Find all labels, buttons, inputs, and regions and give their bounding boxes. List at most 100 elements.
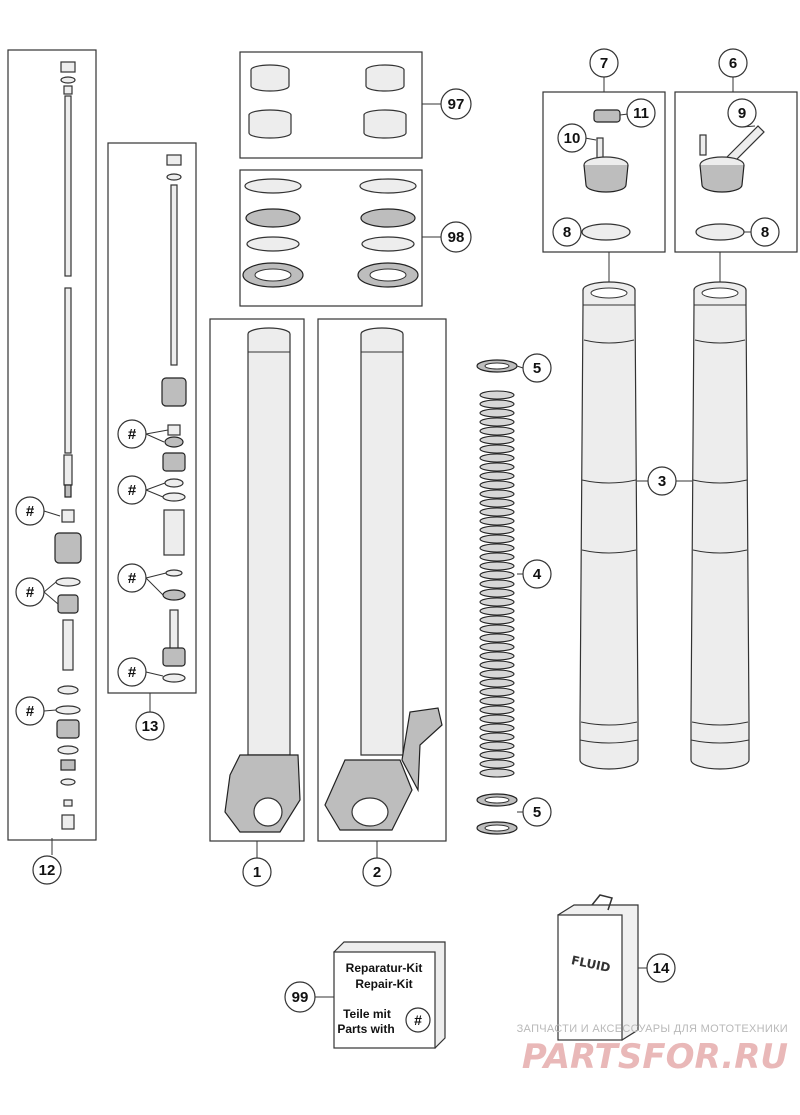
callout-14-label: 14 <box>653 960 670 977</box>
callout-8a-label: 8 <box>563 224 571 241</box>
outer-tube-2 <box>317 318 447 858</box>
callout-98: 98 <box>440 221 472 253</box>
washer-small <box>60 778 76 786</box>
spring-coil <box>479 624 515 634</box>
spring-coil <box>479 606 515 616</box>
sleeve-13 <box>163 509 185 556</box>
rod-collar <box>63 85 73 95</box>
valve-13 <box>162 452 186 472</box>
top-cap-6 <box>674 77 798 253</box>
callout-12-label: 12 <box>39 862 56 879</box>
spring-coil <box>479 669 515 679</box>
spring-coil <box>479 723 515 733</box>
damper-rod-lower <box>64 287 72 454</box>
callout-4-label: 4 <box>533 566 542 583</box>
washer-mid <box>57 685 79 695</box>
spring-coil <box>479 660 515 670</box>
can-body <box>557 914 623 1041</box>
hash-callout-6 <box>117 563 147 593</box>
spring-coil <box>479 399 515 409</box>
ring-13e <box>162 589 186 601</box>
spring-coil <box>479 615 515 625</box>
callout-11-label: 11 <box>633 105 649 122</box>
kit-hash-marker <box>405 1007 431 1033</box>
frame-98 <box>239 169 423 307</box>
spring-coil <box>479 543 515 553</box>
nut-13 <box>166 154 182 166</box>
hash-label-2: # <box>26 584 35 601</box>
frame-6 <box>674 91 798 253</box>
ring-13d <box>165 569 183 577</box>
ring-13b <box>164 478 184 488</box>
spring-coil <box>479 534 515 544</box>
spacer <box>61 509 75 523</box>
spring-coil <box>479 525 515 535</box>
spring-coil <box>479 498 515 508</box>
callout-14: 14 <box>646 953 676 983</box>
screw-10 <box>596 137 604 159</box>
callout-12: 12 <box>32 855 62 885</box>
base-valve <box>56 719 80 739</box>
spring-coil <box>479 435 515 445</box>
cartridge-assembly-12 <box>7 49 97 855</box>
nut-top <box>60 61 76 73</box>
spring-coil <box>479 759 515 769</box>
hash-callout-3 <box>15 696 45 726</box>
spring-small <box>64 484 72 498</box>
spring-coil <box>479 552 515 562</box>
callout-1-label: 1 <box>253 864 261 881</box>
o-ring-2 <box>55 705 81 715</box>
o-ring-1 <box>55 577 81 587</box>
ring-13f <box>162 673 186 683</box>
shim-stack <box>57 594 79 614</box>
hash-label-6: # <box>128 570 137 587</box>
hash-callout-5 <box>117 475 147 505</box>
spring-coil <box>479 633 515 643</box>
callout-2-label: 2 <box>373 864 381 881</box>
callout-98-label: 98 <box>448 229 465 246</box>
callout-10: 10 <box>557 123 587 153</box>
kit-line-1: Reparatur-Kit <box>346 961 423 975</box>
kit-line-2: Repair-Kit <box>355 977 412 991</box>
callout-1: 1 <box>242 857 272 887</box>
hash-callout-2 <box>15 577 45 607</box>
callout-4: 4 <box>522 559 552 589</box>
frame-2 <box>317 318 447 842</box>
callout-99-label: 99 <box>292 989 309 1006</box>
o-ring-8b <box>695 223 745 241</box>
hash-label-4: # <box>128 426 137 443</box>
repair-kit-99: Reparatur-Kit Repair-Kit Teile mit Parts… <box>314 941 446 1049</box>
ring-13c <box>162 492 186 502</box>
cartridge-assembly-13 <box>107 142 197 712</box>
watermark: ЗАПЧАСТИ И АКСЕССУАРЫ ДЛЯ МОТОТЕХНИКИ PA… <box>517 1023 788 1077</box>
spring-coil <box>479 768 515 778</box>
callout-11: 11 <box>626 98 656 128</box>
spring-coil <box>479 750 515 760</box>
ring-13a <box>164 436 184 448</box>
callout-5-top: 5 <box>522 353 552 383</box>
spring-coil <box>479 453 515 463</box>
callout-7: 7 <box>589 48 619 78</box>
spring-coil <box>479 516 515 526</box>
callout-7-label: 7 <box>600 55 608 72</box>
spring-coil <box>479 651 515 661</box>
spring-coils <box>479 390 515 778</box>
spring-coil <box>479 642 515 652</box>
rod-13 <box>170 184 178 366</box>
spring-coil <box>479 579 515 589</box>
frame-13 <box>107 142 197 694</box>
fluid-can-14: FLUID <box>557 894 647 1041</box>
callout-99: 99 <box>284 981 316 1013</box>
adjuster-11 <box>593 109 621 123</box>
o-ring-8a <box>581 223 631 241</box>
callout-13-label: 13 <box>142 718 159 735</box>
callout-5-bottom: 5 <box>522 797 552 827</box>
spring-coil <box>479 678 515 688</box>
spring-coil <box>479 588 515 598</box>
spring-coil <box>479 687 515 697</box>
hash-callouts-13: # # # # <box>117 419 169 687</box>
kit-line-4: Parts with <box>337 1022 394 1036</box>
piston-13 <box>161 377 187 407</box>
piston-assembly <box>54 532 82 564</box>
washer-13 <box>166 173 182 181</box>
